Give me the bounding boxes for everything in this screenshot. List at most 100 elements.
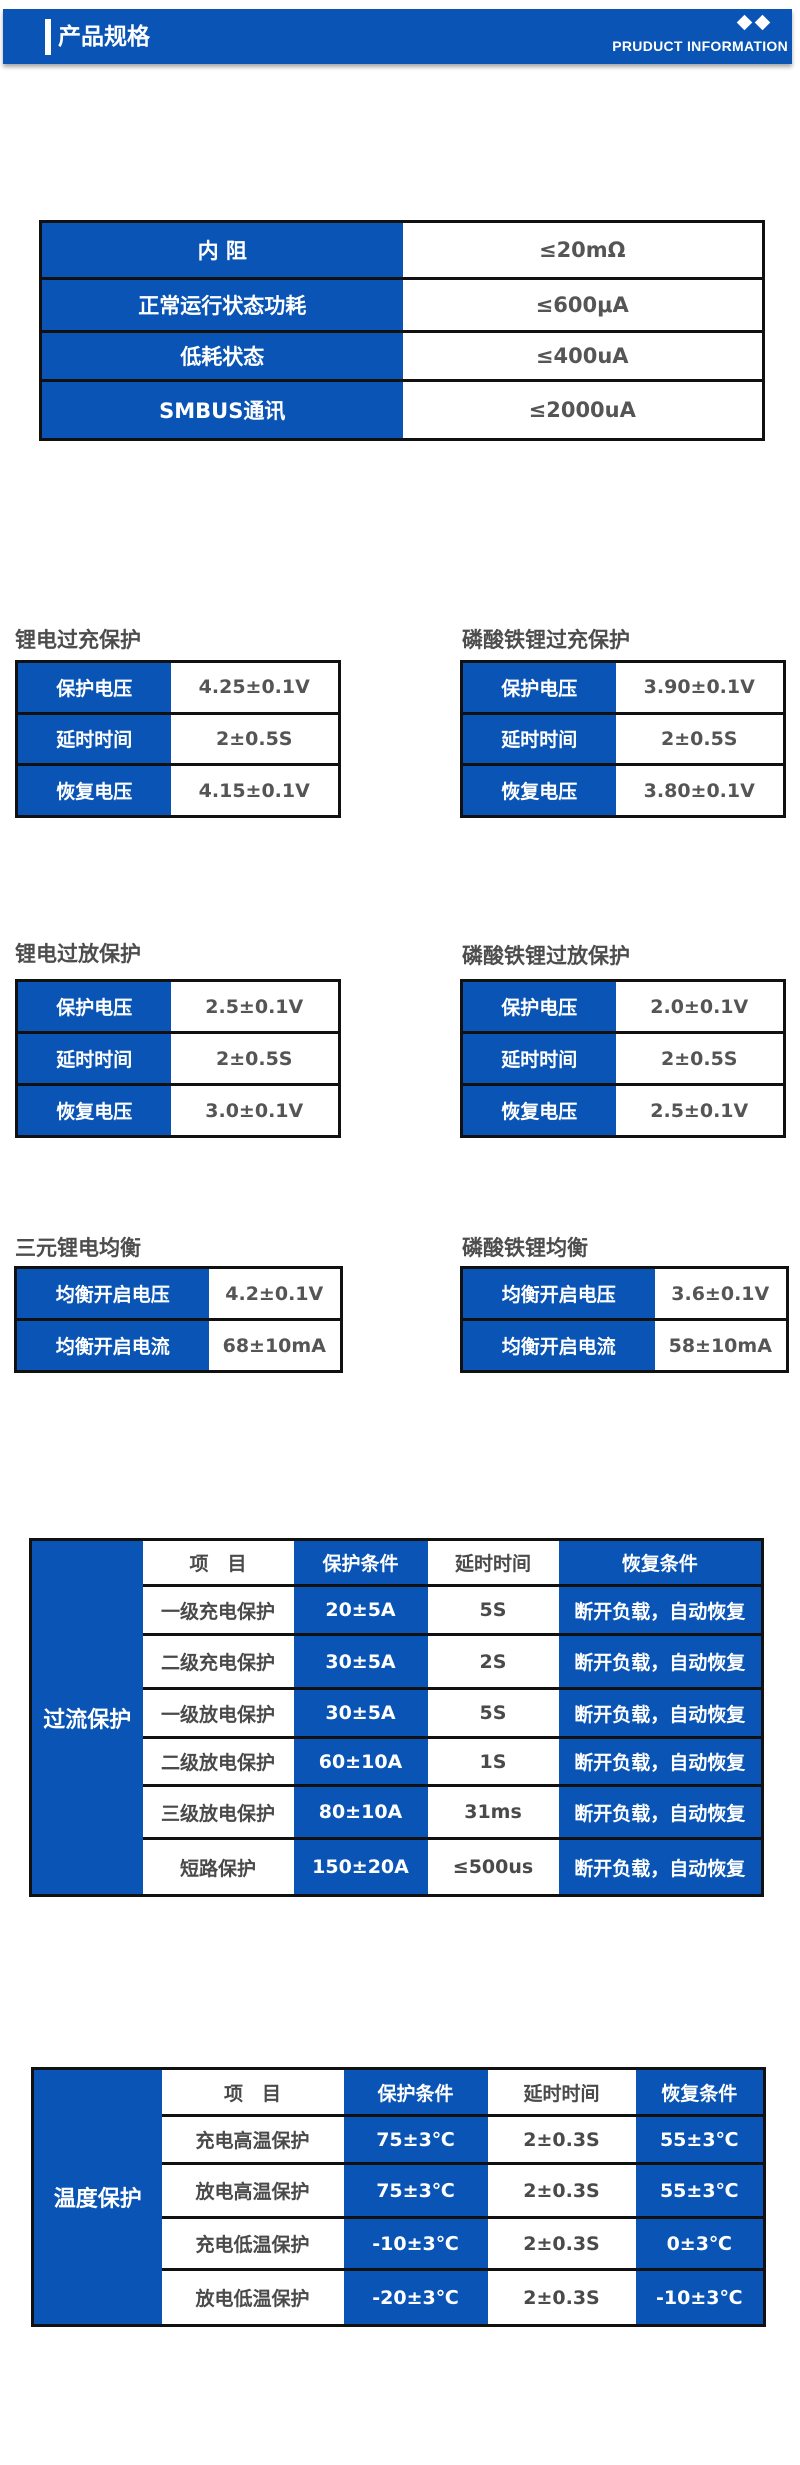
param-value: 4.25±0.1V [170, 661, 340, 714]
header-item: 项 目 [142, 1539, 294, 1586]
header-recovery: 恢复条件 [635, 2068, 765, 2116]
param-value: 3.80±0.1V [615, 763, 785, 817]
param-label: 恢复电压 [16, 763, 171, 817]
delay-cell: 2±0.3S [487, 2162, 636, 2218]
li-overdischarge-title: 锂电过放保护 [15, 942, 141, 966]
param-label: 保护电压 [461, 661, 616, 714]
condition-cell: 75±3℃ [343, 2162, 488, 2218]
header-condition: 保护条件 [293, 1539, 428, 1586]
delay-cell: 1S [427, 1736, 559, 1786]
condition-cell: 30±5A [293, 1687, 428, 1738]
param-label: 延时时间 [461, 711, 616, 765]
table-row: 一级放电保护 30±5A 5S 断开负载，自动恢复 [31, 1687, 763, 1738]
condition-cell: 60±10A [293, 1736, 428, 1786]
table-row: 低耗状态 ≤400uA [40, 330, 764, 381]
param-label: 均衡开启电压 [461, 1267, 655, 1320]
table-header-row: 温度保护 项 目 保护条件 延时时间 恢复条件 [32, 2068, 765, 2326]
table-row: 内 阻 ≤20mΩ [40, 221, 764, 279]
param-label: 均衡开启电流 [15, 1318, 209, 1372]
diamond-icon [754, 14, 771, 31]
spec-label: 内 阻 [40, 221, 403, 279]
param-value: 3.0±0.1V [170, 1083, 340, 1137]
condition-cell: 30±5A [293, 1633, 428, 1689]
delay-cell: 5S [427, 1584, 559, 1635]
spec-value: ≤600μA [402, 277, 764, 332]
table-row: 三级放电保护 80±10A 31ms 断开负载，自动恢复 [31, 1784, 763, 1839]
param-value: 4.2±0.1V [208, 1267, 342, 1320]
item-cell: 短路保护 [142, 1837, 294, 1896]
table-header-row: 过流保护 项 目 保护条件 延时时间 恢复条件 [30, 1539, 763, 1896]
spec-value: ≤20mΩ [402, 221, 764, 279]
li-overcharge-title: 锂电过充保护 [15, 628, 141, 652]
spec-label: 低耗状态 [40, 330, 403, 381]
li-balance-title: 三元锂电均衡 [15, 1236, 141, 1260]
recovery-cell: 55±3℃ [635, 2162, 765, 2218]
spec-label: 正常运行状态功耗 [40, 277, 403, 332]
lfp-overdischarge-title: 磷酸铁锂过放保护 [462, 944, 630, 968]
item-cell: 二级放电保护 [142, 1736, 294, 1786]
section-title: 产品规格 [58, 24, 150, 50]
param-label: 延时时间 [16, 1031, 171, 1085]
param-label: 恢复电压 [461, 763, 616, 817]
param-value: 2±0.5S [615, 711, 785, 765]
group-label: 过流保护 [30, 1539, 143, 1896]
diamond-icon [736, 14, 753, 31]
recovery-cell: 断开负载，自动恢复 [558, 1837, 763, 1896]
lfp-overcharge-title: 磷酸铁锂过充保护 [462, 628, 630, 652]
recovery-cell: 断开负载，自动恢复 [558, 1687, 763, 1738]
spec-label: SMBUS通讯 [40, 379, 403, 440]
param-value: 58±10mA [654, 1318, 788, 1372]
recovery-cell: 55±3℃ [635, 2114, 765, 2164]
delay-cell: 2±0.3S [487, 2268, 636, 2326]
header-condition: 保护条件 [343, 2068, 488, 2116]
item-cell: 放电低温保护 [161, 2268, 344, 2326]
section-subtitle: PRUDUCT INFORMATION [612, 38, 788, 54]
param-label: 保护电压 [16, 980, 171, 1033]
table-row: 充电高温保护 75±3℃ 2±0.3S 55±3℃ [33, 2114, 765, 2164]
delay-cell: 5S [427, 1687, 559, 1738]
table-row: 充电低温保护 -10±3℃ 2±0.3S 0±3℃ [33, 2216, 765, 2270]
recovery-cell: 断开负载，自动恢复 [558, 1584, 763, 1635]
spec-value: ≤2000uA [402, 379, 764, 440]
condition-cell: 75±3℃ [343, 2114, 488, 2164]
param-label: 保护电压 [16, 661, 171, 714]
lfp-balance-title: 磷酸铁锂均衡 [462, 1236, 588, 1260]
item-cell: 二级充电保护 [142, 1633, 294, 1689]
table-row: 二级放电保护 60±10A 1S 断开负载，自动恢复 [31, 1736, 763, 1786]
param-value: 2±0.5S [170, 711, 340, 765]
delay-cell: 2S [427, 1633, 559, 1689]
item-cell: 充电高温保护 [161, 2114, 344, 2164]
param-label: 恢复电压 [461, 1083, 616, 1137]
condition-cell: 20±5A [293, 1584, 428, 1635]
delay-cell: 2±0.3S [487, 2114, 636, 2164]
spec-value: ≤400uA [402, 330, 764, 381]
param-value: 2.5±0.1V [170, 980, 340, 1033]
header-accent-bar [45, 19, 51, 55]
spec-table: 内 阻 ≤20mΩ 正常运行状态功耗 ≤600μA 低耗状态 ≤400uA SM… [39, 220, 765, 441]
recovery-cell: 断开负载，自动恢复 [558, 1784, 763, 1839]
param-value: 2.0±0.1V [615, 980, 785, 1033]
recovery-cell: 断开负载，自动恢复 [558, 1736, 763, 1786]
param-value: 2±0.5S [170, 1031, 340, 1085]
delay-cell: 2±0.3S [487, 2216, 636, 2270]
temperature-table: 温度保护 项 目 保护条件 延时时间 恢复条件 充电高温保护 75±3℃ 2±0… [31, 2067, 766, 2327]
section-header: 产品规格 PRUDUCT INFORMATION [3, 9, 792, 64]
table-row: 一级充电保护 20±5A 5S 断开负载，自动恢复 [31, 1584, 763, 1635]
item-cell: 三级放电保护 [142, 1784, 294, 1839]
param-label: 恢复电压 [16, 1083, 171, 1137]
